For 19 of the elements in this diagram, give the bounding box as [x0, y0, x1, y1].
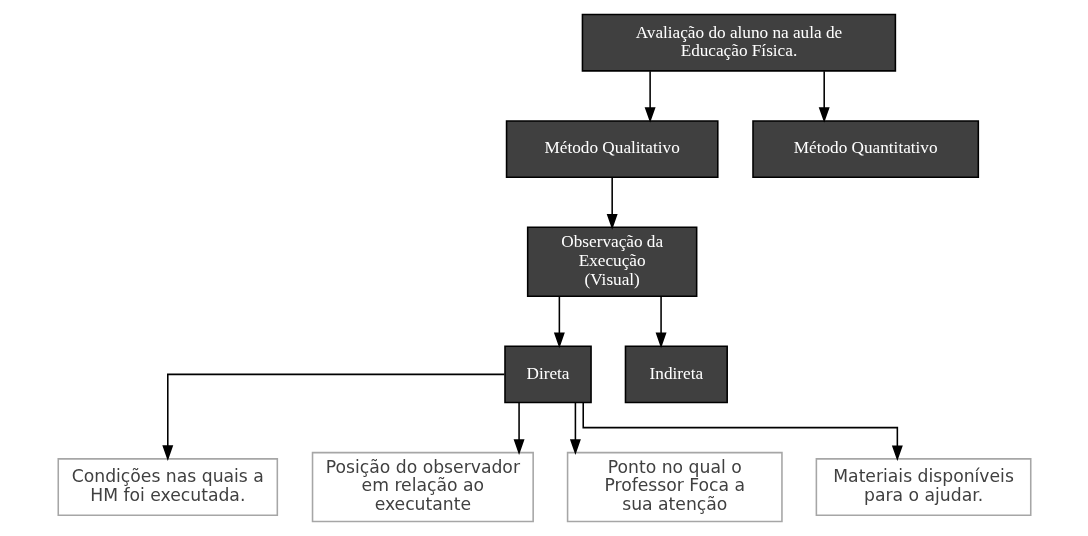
node-box: Ponto no qual o Professor Foca a sua atenção [566, 451, 783, 523]
node-box: Materiais disponíveis para o ajudar. [815, 458, 1031, 516]
node-box: Indireta [624, 345, 728, 404]
node-box: Método Qualitativo [505, 120, 719, 179]
arrow [581, 402, 903, 462]
arrow [818, 70, 830, 123]
arrow [569, 402, 581, 455]
arrow [513, 402, 525, 455]
node-box: Direta [503, 345, 592, 404]
arrow [606, 176, 618, 230]
node-box: Condições nas quais a HM foi executada. [57, 458, 278, 516]
arrow [655, 296, 667, 349]
node-box: Observação da Execução (Visual) [526, 226, 697, 297]
node-box: Avaliação do aluno na aula de Educação Física. [581, 13, 896, 72]
arrow [553, 296, 565, 349]
node-box: Método Quantitativo [751, 120, 979, 179]
arrow [644, 70, 656, 123]
arrow [161, 373, 505, 461]
node-box: Posição do observador em relação ao executante [311, 451, 534, 523]
